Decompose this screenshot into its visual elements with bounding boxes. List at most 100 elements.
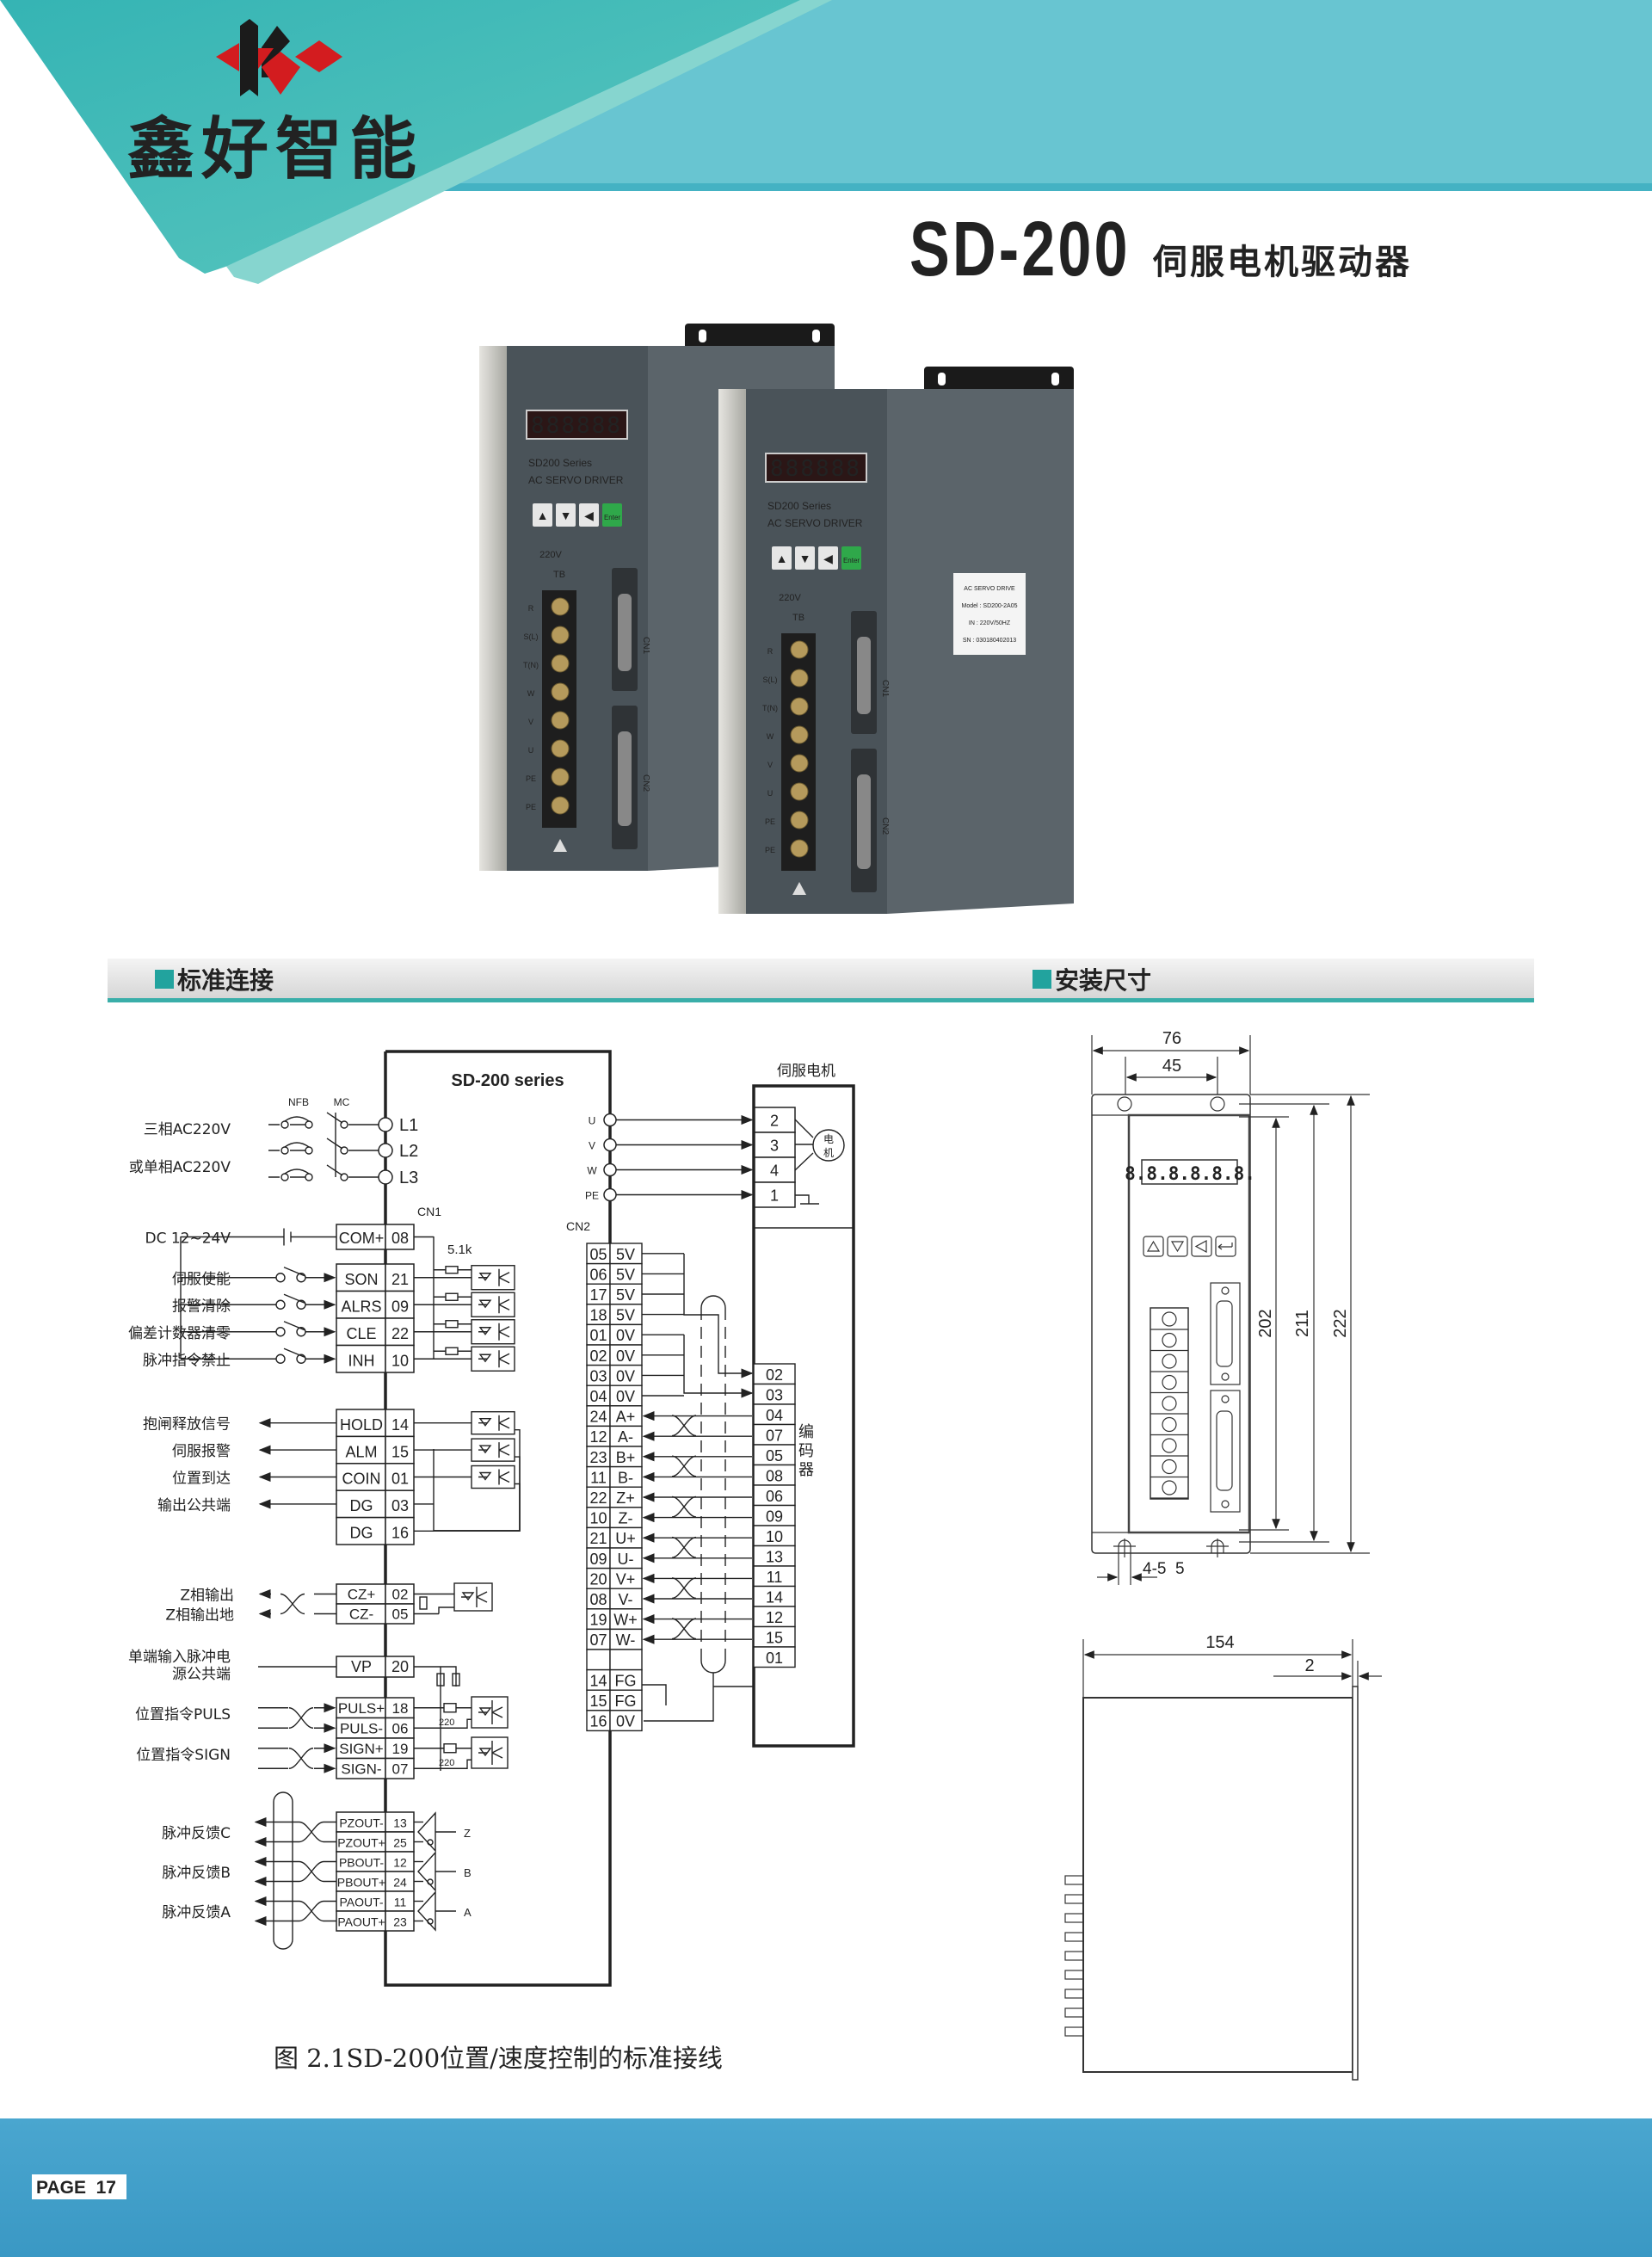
wire bbox=[326, 1164, 343, 1176]
tb-label: TB bbox=[792, 613, 804, 623]
terminal-label: PE bbox=[526, 774, 536, 783]
terminal-screw-icon bbox=[551, 626, 570, 644]
wire bbox=[417, 1811, 456, 1853]
wire bbox=[478, 1268, 510, 1286]
switch-contact-icon bbox=[275, 1299, 286, 1310]
cn2-signal-name: 0V bbox=[616, 1388, 635, 1405]
encoder-pin-number: 08 bbox=[766, 1468, 783, 1485]
terminal-strip bbox=[542, 590, 576, 828]
cn2-pin-number: 02 bbox=[589, 1347, 607, 1365]
terminal-screw-icon bbox=[790, 782, 809, 801]
pin-signal-name: PZOUT- bbox=[339, 1816, 384, 1829]
header-band-stripe bbox=[387, 183, 1652, 191]
side-terminal bbox=[1064, 1875, 1084, 1885]
cn2-signal-name: U- bbox=[618, 1551, 634, 1568]
wire bbox=[414, 1350, 472, 1360]
contactor-icon bbox=[340, 1173, 348, 1181]
brand-logo-icon bbox=[216, 19, 342, 96]
pin-number: 18 bbox=[392, 1700, 409, 1717]
terminal-screw-icon bbox=[551, 682, 570, 701]
resistor-icon bbox=[443, 1703, 457, 1713]
resistor-value: 220 bbox=[439, 1717, 454, 1728]
resistor-icon bbox=[445, 1347, 459, 1355]
cn2-pin-number: 15 bbox=[589, 1693, 607, 1710]
panel-key-button bbox=[772, 546, 792, 570]
motor-pin-number: 2 bbox=[770, 1113, 779, 1130]
cn2-pin-number: 03 bbox=[589, 1367, 607, 1384]
encoder-pin-number: 10 bbox=[766, 1528, 783, 1545]
cn2-pin-number: 21 bbox=[589, 1530, 607, 1547]
motor-terminal-label: W bbox=[587, 1165, 597, 1177]
motor-symbol-icon bbox=[812, 1129, 845, 1162]
driver-series-title: SD-200 series bbox=[451, 1071, 564, 1090]
pin-name-cell bbox=[336, 1489, 386, 1519]
cn2-signal-name: FG bbox=[615, 1672, 637, 1689]
pin-signal-name: PBOUT- bbox=[339, 1855, 384, 1869]
cn2-signal-name: B- bbox=[618, 1469, 633, 1486]
mc-label: MC bbox=[334, 1096, 350, 1108]
panel-key-label: ▼ bbox=[560, 509, 572, 522]
wire bbox=[283, 1321, 305, 1331]
encoder-pin-number: 01 bbox=[766, 1650, 783, 1667]
wire bbox=[478, 1442, 510, 1458]
wire bbox=[478, 1296, 510, 1314]
cn1-label: CN1 bbox=[880, 680, 890, 697]
pin-name-cell bbox=[336, 1656, 386, 1678]
motor-terminal-icon bbox=[603, 1138, 617, 1152]
sticker-text: Model : SD200-2A05 bbox=[962, 603, 1018, 609]
vp-label: 单端输入脉冲电 bbox=[128, 1649, 231, 1666]
terminal-screw-icon bbox=[1162, 1480, 1177, 1495]
pin-number: 03 bbox=[391, 1497, 409, 1514]
cn2-pin-number: 11 bbox=[590, 1469, 607, 1486]
power-terminal-icon bbox=[378, 1117, 393, 1132]
sticker-text: IN : 220V/50HZ bbox=[969, 620, 1011, 626]
terminal-screw-icon bbox=[790, 725, 809, 744]
pin-signal-name: INH bbox=[348, 1352, 375, 1369]
contactor-icon bbox=[340, 1146, 348, 1155]
breaker-contact-icon bbox=[280, 1173, 289, 1181]
header-triangle bbox=[0, 0, 800, 274]
side-terminal bbox=[1064, 1970, 1084, 1980]
section-square-icon bbox=[1032, 970, 1051, 989]
terminal-screw-icon bbox=[1162, 1416, 1177, 1433]
voltage-label: 220V bbox=[539, 550, 562, 560]
encoder-pin-number: 14 bbox=[766, 1589, 783, 1606]
dim-width: 76 bbox=[1162, 1029, 1181, 1048]
wire bbox=[283, 1267, 305, 1277]
cn2-signal-name: B+ bbox=[616, 1449, 636, 1466]
cn2-pin-number: 19 bbox=[589, 1612, 607, 1629]
panel-key-button bbox=[818, 546, 838, 570]
pin-number-cell bbox=[385, 1489, 415, 1519]
pin-number-cell bbox=[385, 1409, 415, 1438]
dim-flange: 2 bbox=[1304, 1656, 1314, 1675]
optocoupler-icon bbox=[471, 1736, 509, 1769]
power-terminal-label: L3 bbox=[399, 1169, 418, 1187]
mount-bracket bbox=[924, 367, 1074, 394]
pin-signal-name: DG bbox=[350, 1497, 373, 1514]
contactor-icon bbox=[340, 1120, 348, 1129]
cn2-pin-number: 05 bbox=[589, 1246, 607, 1263]
cn2-pin-number: 20 bbox=[589, 1570, 607, 1588]
shield-icon bbox=[273, 1791, 293, 1950]
sticker-text: SN : 030180402013 bbox=[963, 638, 1016, 644]
encoder-pin-number: 12 bbox=[766, 1609, 783, 1626]
cn2-signal-name: A+ bbox=[616, 1409, 636, 1426]
pin-signal-name: SIGN- bbox=[341, 1761, 381, 1777]
wire bbox=[671, 1495, 697, 1518]
mount-bracket bbox=[685, 324, 835, 351]
switch-contact-icon bbox=[296, 1354, 306, 1364]
footer: PAGE 17 bbox=[0, 2118, 1652, 2257]
terminal-screw-icon bbox=[551, 768, 570, 786]
optocoupler-icon bbox=[471, 1292, 515, 1317]
pin-number: 23 bbox=[393, 1915, 407, 1928]
encoder-label: 码 bbox=[798, 1442, 814, 1460]
panel-key-label: Enter bbox=[843, 557, 860, 564]
pin-number: 05 bbox=[392, 1606, 409, 1622]
pin-number: 02 bbox=[392, 1586, 409, 1602]
pin-name-cell bbox=[336, 1317, 386, 1347]
wire bbox=[794, 1119, 819, 1205]
pin-signal-name: DG bbox=[350, 1524, 373, 1541]
terminal-label: S(L) bbox=[523, 632, 538, 641]
side-terminal bbox=[1064, 1913, 1084, 1923]
